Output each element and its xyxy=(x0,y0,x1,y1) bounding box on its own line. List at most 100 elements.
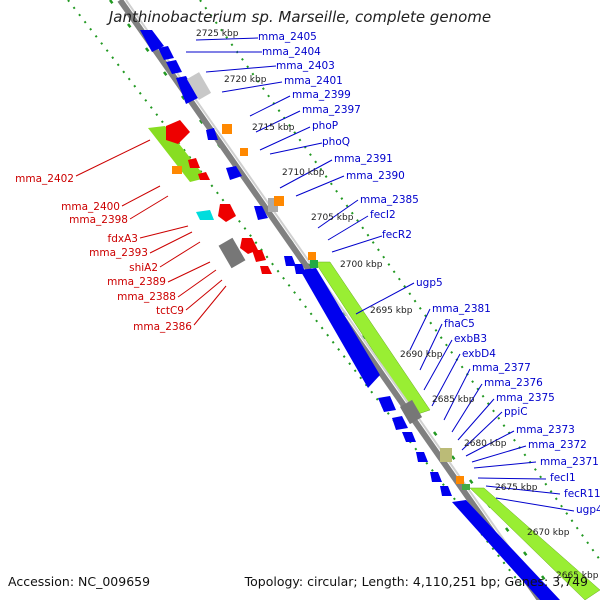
scale-tick-6: 2695 kbp xyxy=(370,306,413,316)
grey-feature-mid xyxy=(268,198,278,212)
gene-mma_2401 xyxy=(176,76,198,104)
label-mma_2398: mma_2398 xyxy=(69,214,128,226)
gene-mma_2404 xyxy=(158,46,174,60)
label-mma_2372: mma_2372 xyxy=(528,439,587,451)
label-ugp4: ugp4 xyxy=(576,504,600,516)
orange-feature-3 xyxy=(240,148,248,156)
forward-leader-lines xyxy=(186,37,575,512)
scale-tick-7: 2690 kbp xyxy=(400,350,443,360)
scale-tick-4: 2705 kbp xyxy=(311,213,354,223)
label-fdxA3: fdxA3 xyxy=(108,233,138,245)
reverse-gene-track xyxy=(166,120,272,274)
orange-feature-lower xyxy=(274,196,284,206)
accession-label: Accession: NC_009659 xyxy=(8,574,151,589)
label-mma_2381: mma_2381 xyxy=(432,303,491,315)
label-ugp5: ugp5 xyxy=(416,277,443,289)
scale-tick-9: 2680 kbp xyxy=(464,439,507,449)
label-fecR2: fecR2 xyxy=(382,229,412,241)
label-mma_2385: mma_2385 xyxy=(360,194,419,206)
label-exbB3: exbB3 xyxy=(454,333,487,345)
scale-tick-3: 2710 kbp xyxy=(282,168,325,178)
gene-mma_2386 xyxy=(260,266,272,274)
gene-mma_2403 xyxy=(166,60,182,74)
gene-mma_2400 xyxy=(188,158,200,168)
forward-gene-labels: mma_2405 mma_2404 mma_2403 mma_2401 mma_2399… xyxy=(258,31,600,516)
orange-feature-4 xyxy=(308,252,316,260)
label-mma_2403: mma_2403 xyxy=(276,60,335,72)
gene-mma_2388 xyxy=(252,250,266,262)
reverse-leader-lines xyxy=(75,139,227,326)
scale-tick-5: 2700 kbp xyxy=(340,260,383,270)
label-fecI1: fecI1 xyxy=(550,472,576,484)
green-feature-1 xyxy=(310,260,318,268)
green-feature-2 xyxy=(462,484,470,490)
label-mma_2399: mma_2399 xyxy=(292,89,351,101)
label-mma_2391: mma_2391 xyxy=(334,153,393,165)
gene-mma_2373 xyxy=(430,472,442,482)
label-fecR11: fecR11 xyxy=(564,488,600,500)
label-mma_2389: mma_2389 xyxy=(107,276,166,288)
scale-tick-8: 2685 kbp xyxy=(432,395,475,405)
label-mma_2390: mma_2390 xyxy=(346,170,405,182)
label-mma_2375: mma_2375 xyxy=(496,392,555,404)
label-mma_2377: mma_2377 xyxy=(472,362,531,374)
genome-summary: Topology: circular; Length: 4,110,251 bp… xyxy=(244,574,588,589)
label-shiA2: shiA2 xyxy=(129,262,158,274)
gene-phoQ xyxy=(226,166,242,180)
label-mma_2386: mma_2386 xyxy=(133,321,192,333)
label-mma_2388: mma_2388 xyxy=(117,291,176,303)
gene-mma_2397 xyxy=(206,128,218,140)
label-mma_2400: mma_2400 xyxy=(61,201,120,213)
scale-tick-1: 2720 kbp xyxy=(224,75,267,85)
gene-mma_2376 xyxy=(416,452,428,462)
olive-feature xyxy=(440,448,452,462)
scale-tick-10: 2675 kbp xyxy=(495,483,538,493)
label-exbD4: exbD4 xyxy=(462,348,496,360)
label-fhaC5: fhaC5 xyxy=(444,318,475,330)
gene-mma_2402 xyxy=(166,120,190,144)
label-fecI2: fecI2 xyxy=(370,209,396,221)
label-tctC9: tctC9 xyxy=(156,305,184,317)
label-mma_2402: mma_2402 xyxy=(15,173,74,185)
gene-mma_2398 xyxy=(198,172,210,180)
orange-feature-1 xyxy=(222,124,232,134)
label-mma_2404: mma_2404 xyxy=(262,46,321,58)
gene-mma_2381 xyxy=(378,396,396,412)
label-mma_2371: mma_2371 xyxy=(540,456,599,468)
gene-mma_2405 xyxy=(140,30,164,52)
grey-feature-upper xyxy=(186,72,212,100)
scale-tick-0: 2725 kbp xyxy=(196,29,239,39)
label-ppiC: ppiC xyxy=(504,406,528,418)
label-mma_2405: mma_2405 xyxy=(258,31,317,43)
orange-feature-2 xyxy=(172,166,182,174)
scale-tick-labels: 2725 kbp 2720 kbp 2715 kbp 2710 kbp 2705 kbp… xyxy=(196,29,599,581)
genome-title: Janthinobacterium sp. Marseille, complet… xyxy=(108,8,492,26)
label-mma_2376: mma_2376 xyxy=(484,377,543,389)
gene-exbB3 xyxy=(392,416,408,430)
forward-gene-track xyxy=(140,30,560,600)
gene-mma_2393 xyxy=(218,204,236,222)
label-phoP: phoP xyxy=(312,120,338,132)
label-mma_2373: mma_2373 xyxy=(516,424,575,436)
gene-mma_2390 xyxy=(254,206,268,220)
label-mma_2393: mma_2393 xyxy=(89,247,148,259)
gc-track-lower xyxy=(469,487,600,600)
scale-tick-2: 2715 kbp xyxy=(252,123,295,133)
gene-fdxA3 xyxy=(196,210,214,220)
gene-mma_2385-a xyxy=(284,256,296,266)
label-phoQ: phoQ xyxy=(322,136,350,148)
gene-exbD4 xyxy=(402,432,416,442)
scale-tick-12: 2665 kbp xyxy=(556,571,599,581)
grey-feature-lower xyxy=(399,399,423,425)
label-mma_2397: mma_2397 xyxy=(302,104,361,116)
gene-mma_2372 xyxy=(440,486,452,496)
orange-feature-5 xyxy=(456,476,464,484)
label-mma_2401: mma_2401 xyxy=(284,75,343,87)
gene-ugp5 xyxy=(300,268,380,388)
gene-ugp4 xyxy=(452,500,560,600)
scale-tick-11: 2670 kbp xyxy=(527,528,570,538)
genome-backbone-shadow xyxy=(125,0,547,600)
grey-feature-shiA2 xyxy=(218,237,246,269)
